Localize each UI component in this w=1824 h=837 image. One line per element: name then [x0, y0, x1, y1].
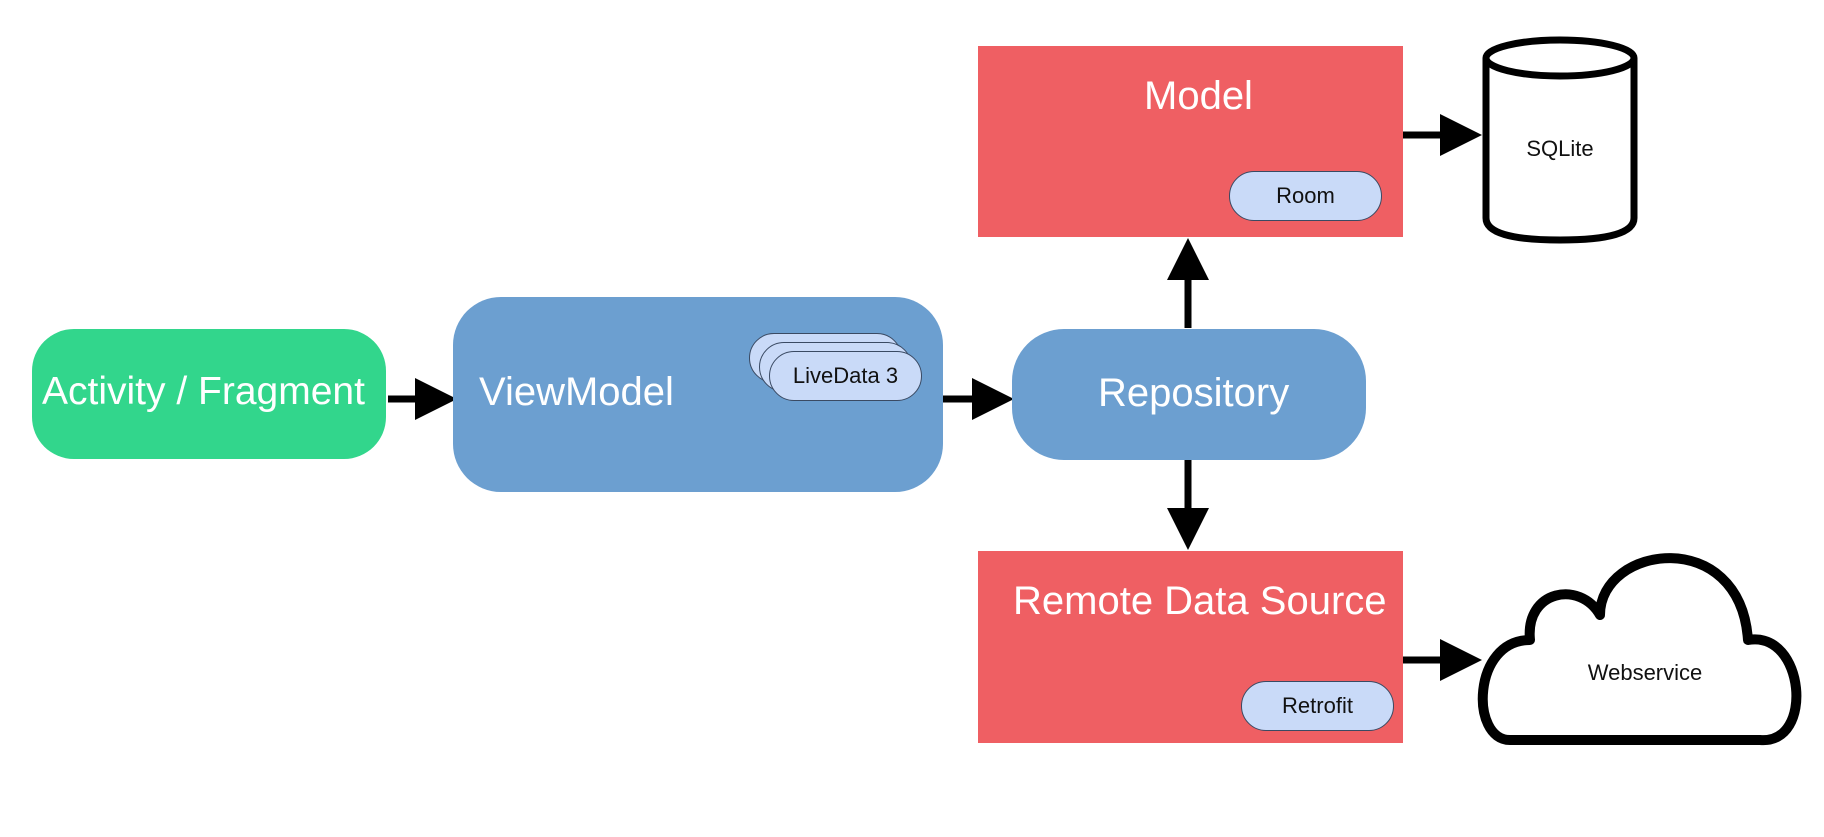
remote-data-source-label: Remote Data Source: [1013, 579, 1387, 623]
repository-label: Repository: [1098, 371, 1290, 415]
viewmodel-label: ViewModel: [479, 370, 674, 414]
livedata-pill: LiveData 3: [769, 351, 922, 401]
retrofit-pill: Retrofit: [1241, 681, 1394, 731]
activity-fragment-label: Activity / Fragment: [42, 370, 365, 413]
model-node: Model: [978, 46, 1403, 237]
model-label: Model: [1144, 74, 1253, 118]
sqlite-label: SQLite: [1526, 136, 1594, 161]
repository-node: Repository: [1012, 329, 1366, 460]
webservice-label: Webservice: [1587, 660, 1703, 685]
room-pill: Room: [1229, 171, 1382, 221]
webservice-cloud-icon: [1477, 553, 1802, 746]
sqlite-cylinder-icon: [1482, 36, 1638, 244]
activity-fragment-node: Activity / Fragment: [32, 329, 386, 459]
